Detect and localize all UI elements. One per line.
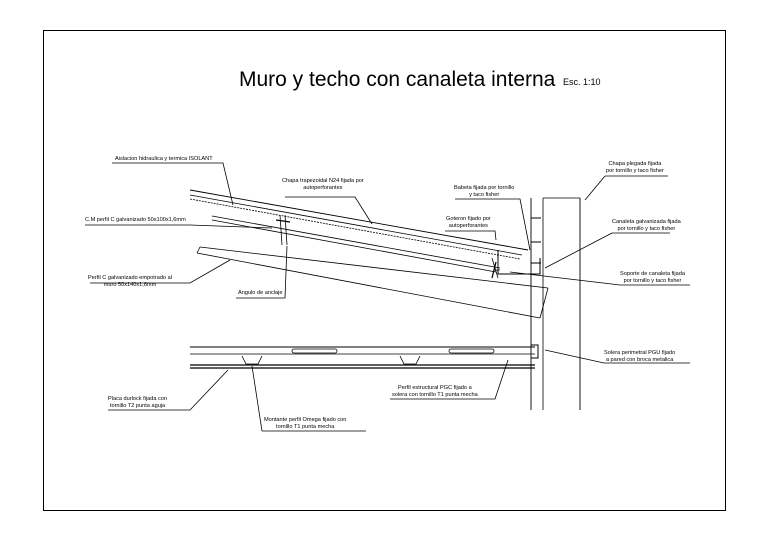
leader-perfil-c	[90, 259, 231, 284]
leader-solera	[544, 349, 690, 364]
montante-omega-1	[241, 355, 263, 365]
perfil-c-start	[196, 246, 201, 254]
leader-chapa	[285, 196, 373, 225]
drawing-frame	[43, 30, 726, 511]
leader-chapa-plegada	[584, 175, 668, 201]
cm-perfil-bottom	[211, 219, 497, 273]
pgc-slot-1	[291, 348, 338, 354]
perfil-c-top	[199, 246, 549, 289]
leader-canaleta	[544, 232, 670, 269]
aislacion-line	[189, 198, 521, 260]
perfil-c-bottom	[196, 252, 541, 319]
cm-perfil-top	[211, 215, 501, 269]
angulo-anclaje-strut	[279, 214, 288, 246]
leader-goteron	[445, 230, 497, 241]
label-cm-perfil: C.M perfil C galvanizado 50x100x1,6mm	[85, 217, 186, 223]
canaleta	[497, 250, 541, 275]
leader-soporte	[509, 271, 690, 286]
leader-angulo	[236, 245, 288, 299]
chapa-trapezoidal-line	[189, 189, 529, 251]
perfil-c-end	[539, 287, 549, 319]
chapa-trapezoidal-line-2	[189, 194, 523, 256]
pgc-slot-2	[448, 348, 495, 354]
leader-pgc	[390, 359, 509, 400]
label-aislacion: Aislacion hidraulica y termica ISOLANT	[115, 156, 213, 162]
label-angulo: Angulo de anclaje	[238, 290, 283, 296]
leader-cm	[85, 224, 273, 229]
leader-babeta	[455, 198, 531, 251]
montante-omega-2	[399, 355, 421, 365]
drawing-scale: Esc. 1:10	[563, 77, 601, 87]
solera-bracket	[531, 344, 539, 359]
leader-aislacion	[112, 162, 234, 206]
leader-montante	[251, 365, 366, 432]
drawing-title: Muro y techo con canaleta interna	[239, 68, 556, 91]
leader-placa	[108, 369, 229, 411]
